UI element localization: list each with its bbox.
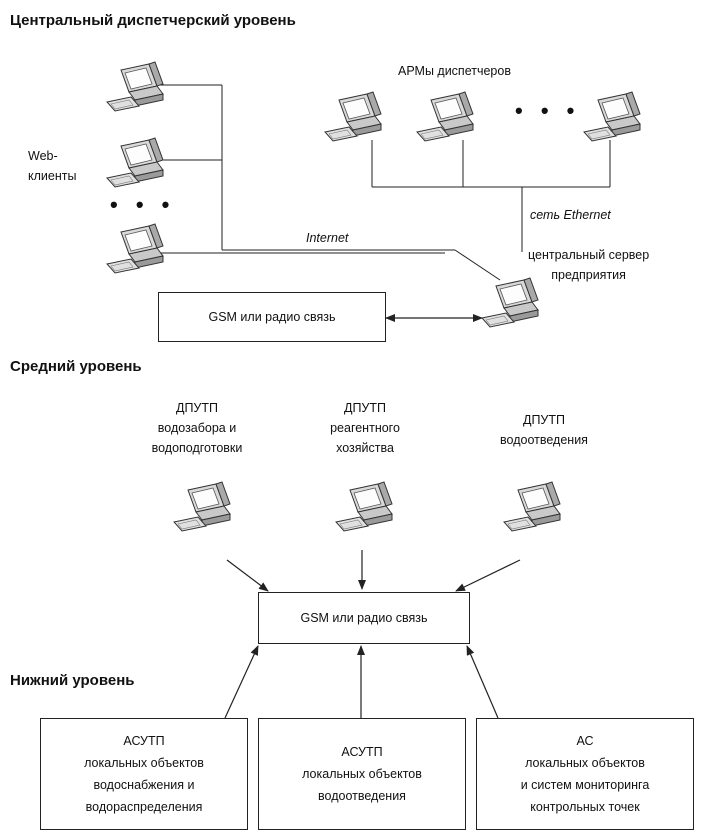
as-monitoring-box: АС локальных объектов и систем мониторин… [476, 718, 694, 830]
dputp-1-line-2: водозабора и [157, 421, 237, 435]
dputp-water-intake-label: ДПУТП водозабора и водоподготовки [132, 398, 262, 458]
server-label-line-1: центральный сервер [528, 248, 650, 262]
gsm-radio-top-label: GSM или радио связь [208, 310, 336, 324]
central-connections [160, 84, 611, 281]
dputp-2-computer-icon [335, 481, 393, 532]
central-server-computer-icon [481, 277, 539, 328]
asutp-water-supply-box: АСУТП локальных объектов водоснабжения и… [40, 718, 248, 830]
gsm-radio-box-middle: GSM или радио связь [258, 592, 470, 644]
internet-label: Internet [306, 231, 349, 245]
dputp-drainage-label: ДПУТП водоотведения [484, 410, 604, 450]
dputp-2-line-2: реагентного [330, 421, 400, 435]
server-label-line-2: предприятия [551, 268, 626, 282]
dputp-2-line-1: ДПУТП [343, 401, 386, 415]
arm-2-computer-icon [416, 91, 474, 142]
box-3-line-3: и систем мониторинга [520, 778, 650, 792]
box-2-line-3: водоотведения [318, 789, 406, 803]
middle-connections [224, 550, 521, 719]
dputp-3-line-1: ДПУТП [522, 413, 565, 427]
dputp-reagent-label: ДПУТП реагентного хозяйства [305, 398, 425, 458]
box-2-line-1: АСУТП [341, 745, 383, 759]
gsm-radio-box-top: GSM или радио связь [158, 292, 386, 342]
web-clients-line-1: Web- [28, 149, 58, 163]
lower-level-title: Нижний уровень [10, 672, 135, 689]
central-level-title: Центральный диспетчерский уровень [10, 12, 296, 29]
gsm-radio-middle-label: GSM или радио связь [300, 611, 428, 625]
web-client-2-computer-icon [106, 137, 164, 188]
dputp-3-line-2: водоотведения [500, 433, 588, 447]
web-clients-ellipsis: • • • [110, 192, 176, 217]
arm-ellipsis: • • • [515, 98, 581, 123]
arm-1-computer-icon [324, 91, 382, 142]
box-2-line-2: локальных объектов [302, 767, 422, 781]
dputp-1-line-1: ДПУТП [175, 401, 218, 415]
box-1-line-4: водораспределения [85, 800, 203, 814]
arm-3-computer-icon [583, 91, 641, 142]
dputp-2-line-3: хозяйства [336, 441, 394, 455]
ethernet-label: сеть Ethernet [530, 208, 611, 222]
box-3-line-2: локальных объектов [525, 756, 645, 770]
box-1-line-3: водоснабжения и [93, 778, 195, 792]
box-1-line-1: АСУТП [123, 734, 165, 748]
arm-label: АРМы диспетчеров [398, 64, 511, 78]
dputp-1-computer-icon [173, 481, 231, 532]
dputp-3-computer-icon [503, 481, 561, 532]
central-server-label: центральный сервер предприятия [528, 245, 649, 285]
box-3-line-4: контрольных точек [530, 800, 640, 814]
middle-level-title: Средний уровень [10, 358, 142, 375]
web-clients-label: Web- клиенты [28, 146, 76, 186]
asutp-drainage-box: АСУТП локальных объектов водоотведения [258, 718, 466, 830]
web-clients-line-2: клиенты [28, 169, 77, 183]
box-1-line-2: локальных объектов [84, 756, 204, 770]
web-client-1-computer-icon [106, 61, 164, 112]
web-client-3-computer-icon [106, 223, 164, 274]
dputp-1-line-3: водоподготовки [151, 441, 243, 455]
box-3-line-1: АС [576, 734, 594, 748]
